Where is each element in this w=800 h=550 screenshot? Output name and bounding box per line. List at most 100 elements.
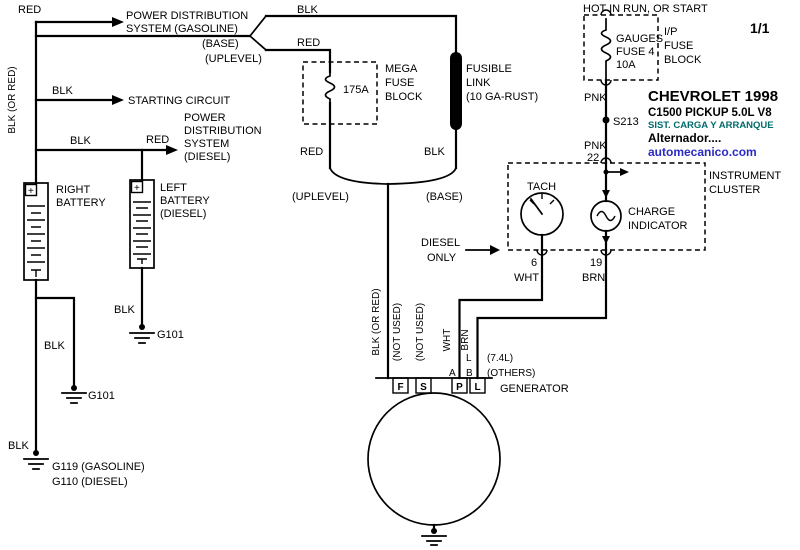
ground-id-label: G101 <box>157 329 184 341</box>
gauges-fuse-label: GAUGES <box>616 33 663 45</box>
brn-wire <box>476 248 608 380</box>
wht-wire <box>458 248 544 380</box>
not-used-label2: (NOT USED) <box>415 303 426 361</box>
left-battery-label2: BATTERY <box>160 195 210 207</box>
power-dist-gas-label2: SYSTEM (GASOLINE) <box>126 23 238 35</box>
mega-fuse-label3: BLOCK <box>385 91 423 103</box>
pnk-feed-wire: PNK S213 PNK 22 <box>584 78 639 165</box>
wire-color-label: PNK <box>584 92 607 104</box>
base-label: (BASE) <box>202 38 239 50</box>
ground-icon <box>129 332 155 344</box>
wire-color-label: BLK <box>424 146 445 158</box>
wire-color-label: WHT <box>514 272 539 284</box>
fusible-link-icon <box>450 52 462 130</box>
starting-circuit-label: STARTING CIRCUIT <box>128 95 231 107</box>
cluster-to-generator-wires: 6 WHT 19 BRN <box>458 248 608 380</box>
site-credit: automecanico.com <box>648 145 757 159</box>
arrow-icon <box>112 17 124 27</box>
wire-color-label: RED <box>146 134 169 146</box>
ground-dot <box>431 528 437 534</box>
mega-fuse-label2: FUSE <box>385 77 414 89</box>
ground-icon <box>61 392 87 404</box>
hot-label: HOT IN RUN, OR START <box>583 3 708 15</box>
ground-id-label: G101 <box>88 390 115 402</box>
arrow-icon <box>490 245 500 255</box>
instrument-cluster: INSTRUMENT CLUSTER TACH CHARGE INDICATOR <box>507 157 781 256</box>
wire-color-label: BLK <box>44 340 65 352</box>
ip-fuse-block-label3: BLOCK <box>664 54 702 66</box>
ground-id-label2: G110 (DIESEL) <box>52 476 128 488</box>
ip-fuse-block: HOT IN RUN, OR START GAUGES FUSE 4 10A I… <box>583 3 770 86</box>
wire-color-label: WHT <box>442 329 453 352</box>
battery-plates <box>133 201 151 264</box>
engine-variant-label: (7.4L) <box>487 353 513 364</box>
uplevel-feed-wire <box>264 48 332 74</box>
terminal-l-label: L <box>474 382 480 393</box>
vehicle-brand: CHEVROLET 1998 <box>648 88 778 105</box>
pin-letter-a: A <box>449 368 456 379</box>
positive-terminal <box>130 180 144 194</box>
not-used-label: (NOT USED) <box>392 303 403 361</box>
right-battery: + RIGHT BATTERY <box>23 182 106 281</box>
fuse-block-box <box>583 14 659 81</box>
arrow-icon <box>602 236 610 244</box>
merge-bracket <box>248 14 268 52</box>
wire-color-label: BRN <box>582 272 605 284</box>
tach-needle <box>529 197 544 216</box>
connector-icon <box>600 157 612 164</box>
terminal-p-label: P <box>456 382 463 393</box>
wire-color-label: BLK <box>52 85 73 97</box>
fusible-link-label2: LINK <box>466 77 491 89</box>
base-feed-wire <box>264 14 458 54</box>
base-label: (BASE) <box>426 191 463 203</box>
mega-fuse-block-box <box>302 61 378 125</box>
splice-label: S213 <box>613 116 639 128</box>
pin-letter-l: L <box>466 353 472 364</box>
wire-color-label: BLK (OR RED) <box>371 288 382 355</box>
subsystem-title: Alternador.... <box>648 131 721 145</box>
battery-plates <box>27 205 45 277</box>
gauges-fuse-label2: FUSE 4 <box>616 46 655 58</box>
mega-fuse-label: MEGA <box>385 63 418 75</box>
indicator-filament <box>596 210 616 222</box>
g101-branch-wire <box>34 296 76 388</box>
arrow-icon <box>112 95 124 105</box>
uplevel-label: (UPLEVEL) <box>205 53 262 65</box>
arrow-icon <box>620 168 629 176</box>
fusible-link-label: FUSIBLE <box>466 63 512 75</box>
generator-label: GENERATOR <box>500 383 569 395</box>
power-dist-diesel-label4: (DIESEL) <box>184 151 230 163</box>
battery-feed-circuit: RED POWER DISTRIBUTION SYSTEM (GASOLINE)… <box>7 4 268 185</box>
ground-icon <box>421 535 447 546</box>
system-title: SIST. CARGA Y ARRANQUE <box>648 120 774 131</box>
wire-color-label: BLK <box>114 304 135 316</box>
wire-color-label: BLK <box>70 135 91 147</box>
pin-letter-b: B <box>466 368 473 379</box>
wire-color-label: BLK <box>297 4 318 16</box>
terminal-f <box>392 377 409 394</box>
pin-number-label: 19 <box>590 257 602 269</box>
mega-fuse-branch: BLK RED 175A MEGA FUSE BLOCK FUSIBLE LIN… <box>264 4 538 380</box>
wire-color-label: RED <box>300 146 323 158</box>
merge-brace <box>328 166 458 185</box>
gauges-fuse-label3: 10A <box>616 59 636 71</box>
left-battery: + LEFT BATTERY (DIESEL) BLK G101 <box>114 148 210 344</box>
wire-color-label: BLK <box>8 440 29 452</box>
plus-sign: + <box>134 183 140 194</box>
engine-variant-label2: (OTHERS) <box>487 368 535 379</box>
wire-color-label: RED <box>297 37 320 49</box>
arrow-icon <box>166 145 178 155</box>
generator-body <box>367 392 501 526</box>
vehicle-model: C1500 PICKUP 5.0L V8 <box>648 107 772 119</box>
mega-fuse-icon <box>324 71 336 104</box>
wire-color-label: RED <box>18 4 41 16</box>
generator: F S P L (NOT USED) (NOT USED) WHT BRN A … <box>367 303 569 546</box>
arrow-icon <box>602 190 610 198</box>
terminal-f-label: F <box>397 382 403 393</box>
fusible-link-label3: (10 GA-RUST) <box>466 91 538 103</box>
ground-dot <box>33 450 39 456</box>
right-battery-label: RIGHT <box>56 184 91 196</box>
pin-number-label: 6 <box>531 257 537 269</box>
right-battery-label2: BATTERY <box>56 197 106 209</box>
